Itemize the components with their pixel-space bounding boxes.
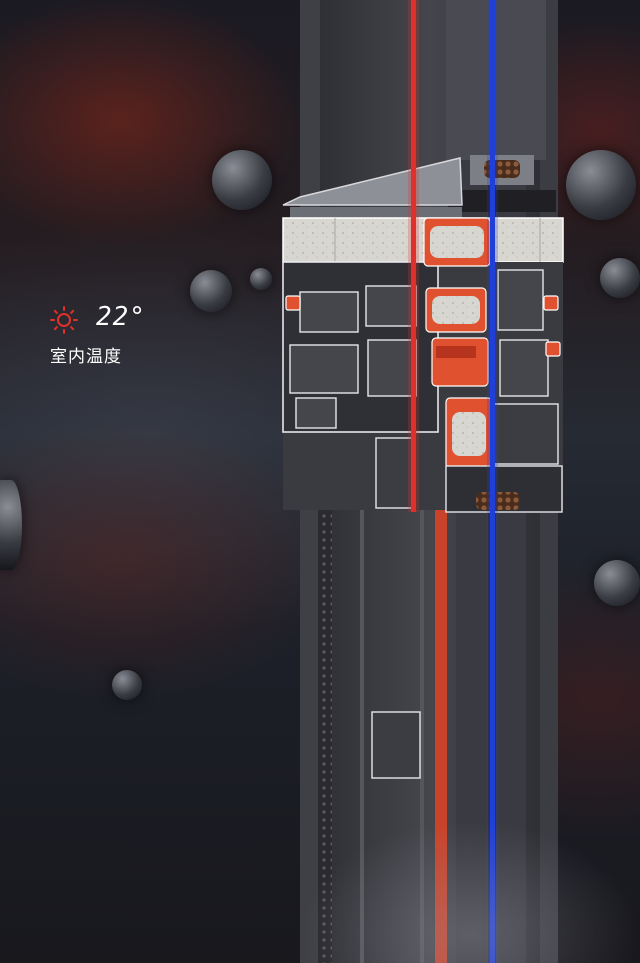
sun-icon xyxy=(50,306,78,334)
screen-mesh xyxy=(318,420,332,963)
bracket xyxy=(371,711,421,779)
temperature-value: 22° xyxy=(96,302,146,332)
insulation-foam xyxy=(282,217,564,263)
planet xyxy=(566,150,636,220)
upper-sash xyxy=(446,0,546,160)
gasket xyxy=(436,346,476,358)
chamber xyxy=(367,339,417,397)
column-divider xyxy=(360,420,364,963)
planet xyxy=(594,560,640,606)
thermal-strip xyxy=(435,500,447,963)
planet xyxy=(0,480,22,570)
chamber xyxy=(289,344,359,394)
planet xyxy=(112,670,142,700)
indoor-temperature: 22° 室内温度 xyxy=(50,302,160,372)
hot-line-glow xyxy=(408,0,419,512)
cold-line-glow xyxy=(487,0,498,963)
column-divider xyxy=(420,420,424,963)
roof-profile xyxy=(282,157,463,206)
sealant xyxy=(448,190,556,212)
planet xyxy=(190,270,232,312)
roof-profile-inner xyxy=(290,207,462,220)
temperature-label: 室内温度 xyxy=(50,347,122,367)
fog xyxy=(300,820,640,963)
chamber xyxy=(499,339,549,397)
chamber xyxy=(299,291,359,333)
thermal-break-foam xyxy=(430,226,486,456)
desiccant xyxy=(476,492,520,510)
chamber xyxy=(497,269,544,331)
chamber xyxy=(295,397,337,429)
planet xyxy=(250,268,272,290)
cold-line xyxy=(490,0,495,963)
planet xyxy=(212,150,272,210)
chamber xyxy=(375,437,413,509)
planet xyxy=(600,258,640,298)
chamber xyxy=(365,285,417,327)
hot-line xyxy=(411,0,416,512)
